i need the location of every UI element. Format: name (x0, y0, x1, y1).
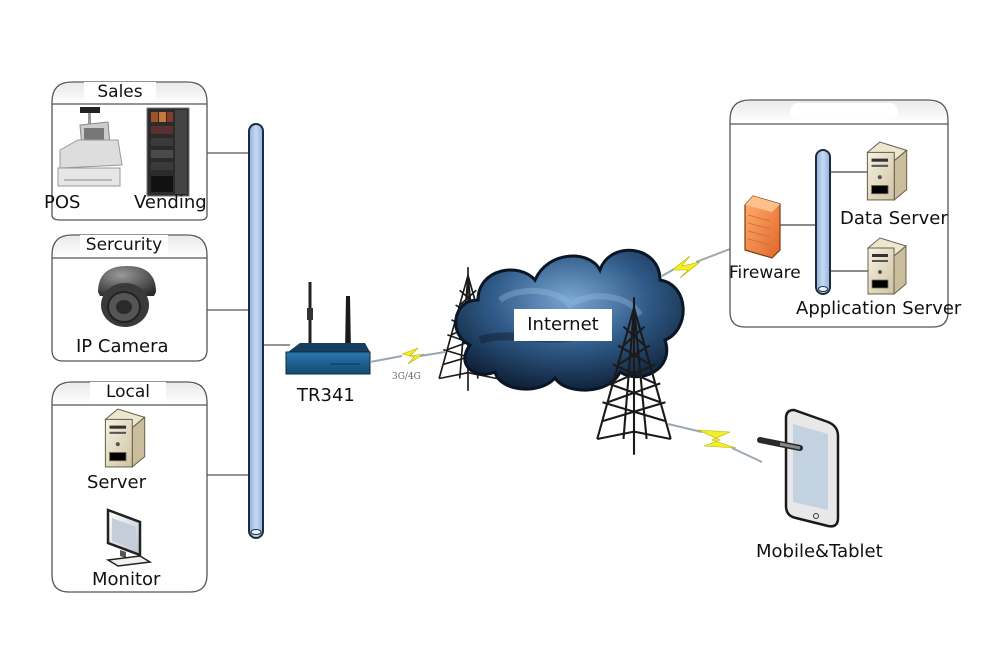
item-label-vending: Vending (134, 192, 207, 213)
item-label-ip-camera: IP Camera (76, 336, 169, 357)
dome-camera-icon (98, 266, 156, 327)
group-local (51, 381, 208, 593)
group-title-security: Sercurity (85, 235, 163, 255)
server-tower-icon (104, 408, 146, 468)
group-sales (51, 81, 208, 221)
monitor-icon (105, 508, 153, 567)
group-security (51, 234, 208, 362)
firewall-icon (744, 195, 781, 259)
vending-machine-icon (146, 107, 190, 197)
lightning-bolt-icon (671, 255, 701, 279)
router-label: TR341 (297, 385, 355, 406)
item-label-data-server: Data Server (840, 208, 948, 229)
server-tower-icon (866, 141, 908, 201)
lightning-bolt-icon (400, 347, 425, 365)
group-title-local: Local (105, 382, 151, 402)
group-datacenter (729, 99, 949, 328)
pos-terminal-icon (57, 107, 123, 187)
left-network-bus (207, 123, 290, 539)
cellular-router-icon (285, 282, 371, 375)
link-label: 3G/4G (392, 372, 421, 382)
tablet-stylus-icon (757, 408, 840, 528)
item-label-pos: POS (44, 192, 81, 213)
group-title-sales: Sales (97, 82, 143, 102)
wireless-link-datacenter (661, 245, 739, 279)
wireless-link-mobile (667, 423, 763, 463)
item-label-server: Server (87, 472, 147, 493)
item-label-monitor: Monitor (92, 569, 161, 590)
mobile-label: Mobile&Tablet (756, 541, 883, 562)
bus-pipe (248, 123, 264, 539)
item-label-application-server: Application Server (796, 298, 962, 319)
item-label-firewall: Fireware (729, 263, 801, 283)
server-tower-icon (867, 237, 907, 295)
wireless-link-router (369, 347, 446, 365)
cloud-label: Internet (514, 309, 612, 341)
lightning-bolt-icon (697, 429, 737, 449)
datacenter-bus-pipe (815, 149, 831, 295)
